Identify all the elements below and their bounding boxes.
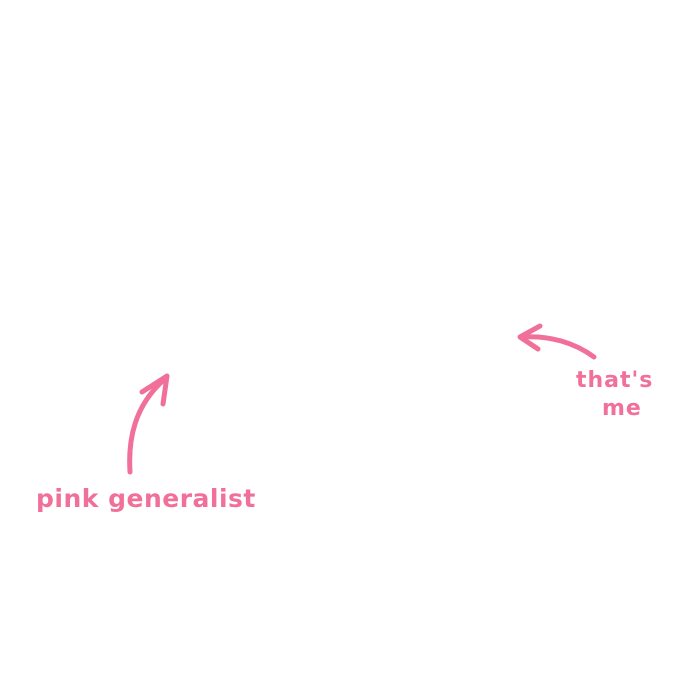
up-arrow-icon [127, 373, 170, 475]
me-label: me [602, 396, 642, 421]
pink-generalist-label: pink generalist [36, 484, 256, 513]
thats-label: that's [576, 368, 654, 393]
left-arrow-icon [517, 323, 597, 360]
